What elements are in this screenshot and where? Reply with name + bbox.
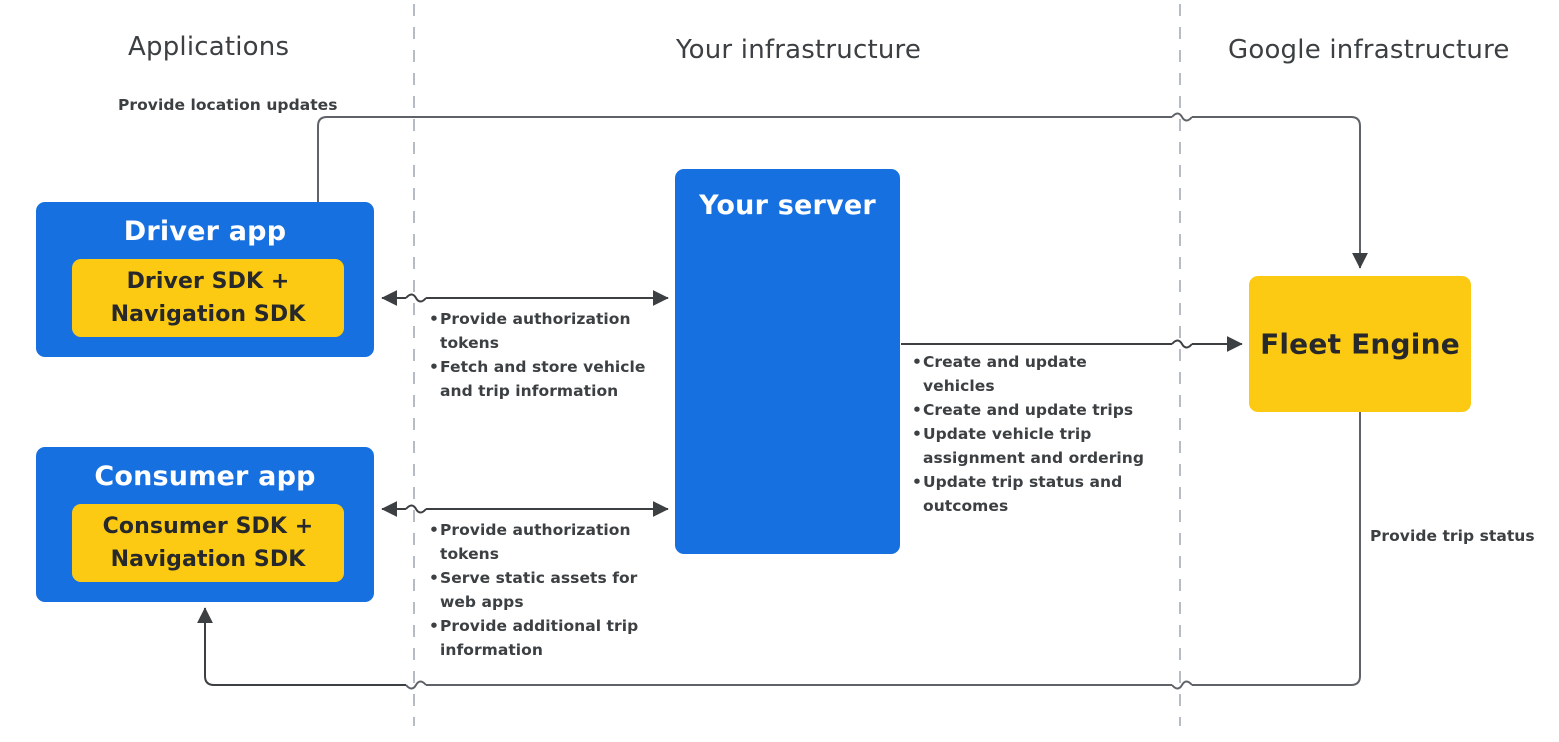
- bullet-dot-icon: •: [429, 310, 439, 328]
- bullet-text: Create and update trips: [923, 401, 1134, 419]
- bullet-text: Provide additional trip information: [440, 617, 639, 659]
- list-item: • Serve static assets for web apps: [429, 566, 659, 614]
- list-item: • Update trip status and outcomes: [912, 470, 1160, 518]
- bullet-dot-icon: •: [912, 425, 922, 443]
- node-driver-sdk[interactable]: Driver SDK + Navigation SDK: [72, 259, 344, 337]
- list-item: • Create and update trips: [912, 398, 1160, 422]
- consumer-sdk-line-1: Consumer SDK +: [102, 514, 314, 539]
- bullet-text: Serve static assets for web apps: [440, 569, 638, 611]
- node-consumer-app[interactable]: Consumer app Consumer SDK + Navigation S…: [36, 447, 374, 602]
- bullet-text: Create and update vehicles: [923, 353, 1087, 395]
- bullets-driver-to-server: • Provide authorization tokens • Fetch a…: [429, 307, 659, 403]
- driver-app-title: Driver app: [123, 216, 287, 247]
- bullet-dot-icon: •: [912, 473, 922, 491]
- list-item: • Create and update vehicles: [912, 350, 1160, 398]
- column-header-applications: Applications: [128, 32, 290, 62]
- bullet-dot-icon: •: [912, 353, 922, 371]
- node-consumer-sdk[interactable]: Consumer SDK + Navigation SDK: [72, 504, 344, 582]
- bullet-dot-icon: •: [912, 401, 922, 419]
- list-item: • Provide authorization tokens: [429, 307, 659, 355]
- bullets-consumer-to-server: • Provide authorization tokens • Serve s…: [429, 518, 659, 662]
- bullet-dot-icon: •: [429, 569, 439, 587]
- column-header-your-infrastructure: Your infrastructure: [676, 35, 922, 65]
- list-item: • Provide authorization tokens: [429, 518, 659, 566]
- consumer-sdk-line-2: Navigation SDK: [110, 547, 306, 572]
- edge-consumer-server-bidirectional: [381, 501, 669, 517]
- bullet-dot-icon: •: [429, 358, 439, 376]
- edge-driver-to-fleet-engine: [317, 112, 1368, 269]
- node-driver-app[interactable]: Driver app Driver SDK + Navigation SDK: [36, 202, 374, 357]
- label-provide-trip-status: Provide trip status: [1370, 527, 1535, 545]
- list-item: • Update vehicle trip assignment and ord…: [912, 422, 1160, 470]
- bullet-dot-icon: •: [429, 617, 439, 635]
- column-header-google-infrastructure: Google infrastructure: [1228, 35, 1510, 65]
- node-your-server[interactable]: Your server: [675, 169, 900, 554]
- bullet-text: Update trip status and outcomes: [923, 473, 1123, 515]
- bullet-text: Fetch and store vehicle and trip informa…: [440, 358, 646, 400]
- bullets-server-to-fleet-engine: • Create and update vehicles • Create an…: [912, 350, 1160, 518]
- driver-sdk-line-1: Driver SDK +: [126, 269, 290, 294]
- fleet-engine-title: Fleet Engine: [1260, 327, 1460, 361]
- edge-driver-server-bidirectional: [381, 290, 669, 306]
- bullet-text: Update vehicle trip assignment and order…: [923, 425, 1144, 467]
- driver-sdk-line-2: Navigation SDK: [110, 302, 306, 327]
- list-item: • Provide additional trip information: [429, 614, 659, 662]
- edge-fleet-engine-to-consumer: [197, 412, 1361, 690]
- node-fleet-engine[interactable]: Fleet Engine: [1249, 276, 1471, 412]
- edge-server-to-fleet-engine: [901, 336, 1243, 352]
- bullet-dot-icon: •: [429, 521, 439, 539]
- consumer-app-title: Consumer app: [94, 461, 316, 492]
- label-provide-location-updates: Provide location updates: [118, 96, 338, 114]
- bullet-text: Provide authorization tokens: [440, 521, 631, 563]
- bullet-text: Provide authorization tokens: [440, 310, 631, 352]
- your-server-title: Your server: [699, 190, 876, 221]
- list-item: • Fetch and store vehicle and trip infor…: [429, 355, 659, 403]
